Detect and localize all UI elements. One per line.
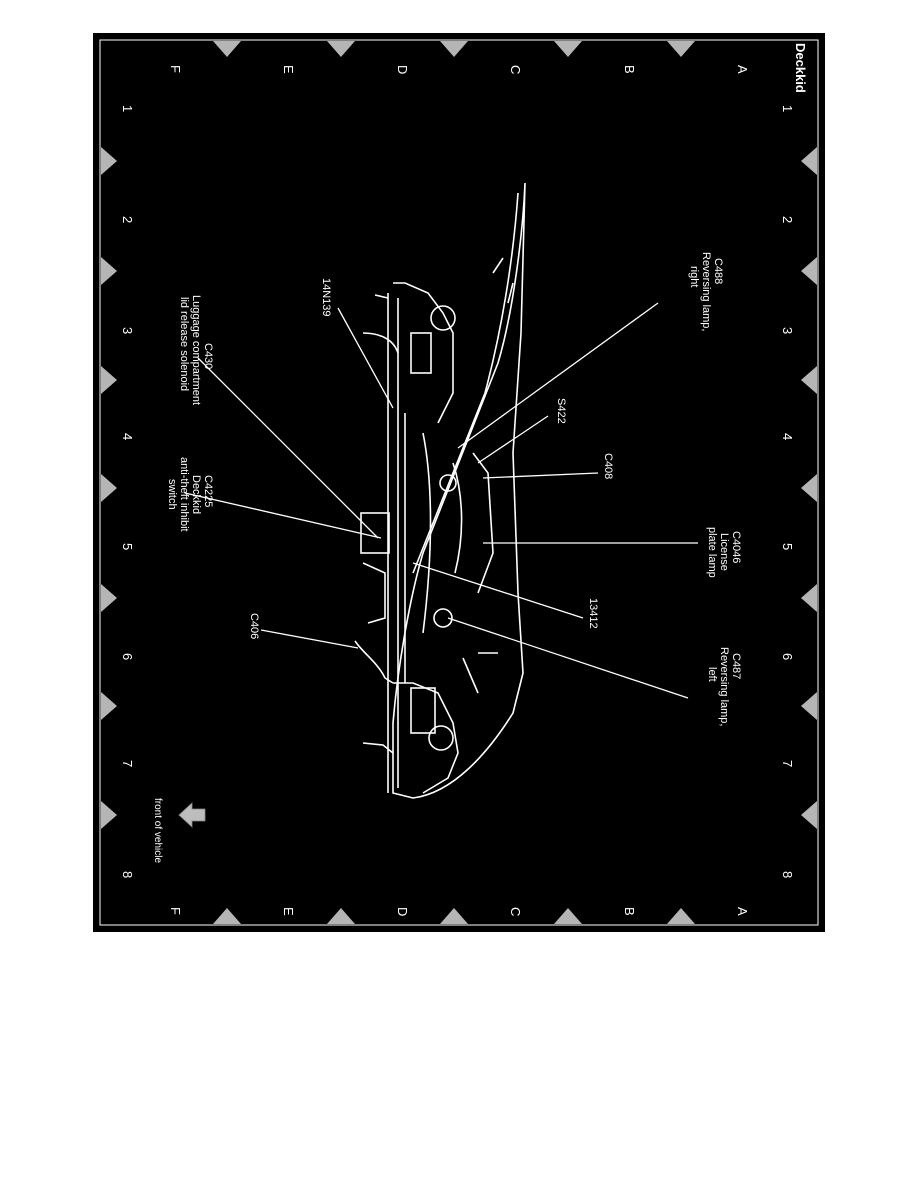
front-arrow-icon: [178, 802, 206, 828]
callout-c406: C406: [248, 613, 260, 639]
grid-column-label: 5: [120, 543, 135, 550]
c487-side: left: [706, 667, 718, 682]
callout-c4225: C4225 Deckkid anti-theft inhibit switch: [166, 457, 214, 532]
callout-c408: C408: [602, 453, 614, 479]
c487-desc: Reversing lamp,: [718, 647, 730, 726]
callout-c488: C488 Reversing lamp, right: [688, 252, 724, 331]
grid-marker: [440, 908, 468, 924]
grid-column-label: 4: [780, 433, 795, 440]
grid-marker: [101, 366, 117, 394]
grid-marker: [101, 147, 117, 175]
grid-column-label: 3: [120, 327, 135, 334]
c4225-label: C4225: [202, 475, 214, 507]
grid-column-label: 6: [120, 653, 135, 660]
grid-row-label: E: [281, 65, 296, 74]
grid-marker: [213, 41, 241, 57]
diagram-title: Deckkid: [793, 43, 808, 93]
grid-marker: [554, 41, 582, 57]
c430-desc: Luggage compartment: [190, 295, 202, 405]
grid-marker: [327, 908, 355, 924]
grid-column-label: 4: [120, 433, 135, 440]
grid-marker: [667, 41, 695, 57]
grid-column-label: 2: [780, 216, 795, 223]
grid-column-label: 1: [780, 105, 795, 112]
callout-c430: C430 Luggage compartment lid release sol…: [178, 295, 214, 405]
c488-desc: Reversing lamp,: [700, 252, 712, 331]
callout-s422: S422: [555, 398, 567, 424]
vehicle-outline: [354, 182, 526, 799]
grid-column-label: 7: [120, 760, 135, 767]
grid-row-label: D: [395, 907, 410, 916]
grid-column-label: 2: [120, 216, 135, 223]
grid-marker: [327, 41, 355, 57]
c4225-desc2: anti-theft inhibit: [178, 457, 190, 532]
front-of-vehicle-text: front of vehicle: [152, 798, 163, 863]
grid-row-label: B: [622, 65, 637, 74]
grid-column-label: 3: [780, 327, 795, 334]
grid-marker: [554, 908, 582, 924]
grid-column-label: 8: [780, 871, 795, 878]
grid-column-label: 8: [120, 871, 135, 878]
grid-marker: [101, 692, 117, 720]
c4225-desc3: switch: [166, 479, 178, 510]
grid-marker: [801, 584, 817, 612]
diagram-frame: Deckkid A A B B C C D D E E F F 1 1 2 2 3 3 4 4 5 5 6 6 7 7 8 8: [93, 33, 825, 932]
grid-marker: [101, 584, 117, 612]
callout-c487: C487 Reversing lamp, left: [706, 647, 742, 726]
grid-row-label: A: [735, 65, 750, 74]
grid-row-label: F: [168, 65, 183, 73]
c4046-desc: License: [718, 533, 730, 571]
c4046-desc2: plate lamp: [706, 527, 718, 578]
s422-label: S422: [555, 398, 567, 424]
grid-marker: [801, 692, 817, 720]
13412-label: 13412: [587, 598, 599, 629]
c488-label: C488: [712, 258, 724, 284]
grid-row-label: F: [168, 907, 183, 915]
c408-label: C408: [602, 453, 614, 479]
grid-marker: [667, 908, 695, 924]
grid-marker: [801, 801, 817, 829]
grid-column-label: 5: [780, 543, 795, 550]
c406-label: C406: [248, 613, 260, 639]
c4225-desc: Deckkid: [190, 475, 202, 514]
grid-row-label: D: [395, 65, 410, 74]
grid-row-label: C: [508, 65, 523, 74]
callout-13412: 13412: [587, 598, 599, 629]
14n139-label: 14N139: [320, 278, 332, 317]
inner-border: [99, 39, 819, 926]
grid-column-label: 1: [120, 105, 135, 112]
grid-marker: [101, 474, 117, 502]
grid-marker: [440, 41, 468, 57]
grid-marker: [101, 257, 117, 285]
wiring-location-diagram: Deckkid A A B B C C D D E E F F 1 1 2 2 3 3 4 4 5 5 6 6 7 7 8 8: [99, 39, 819, 926]
grid-row-label: B: [622, 907, 637, 916]
callout-14n139: 14N139: [320, 278, 332, 317]
grid-row-label: C: [508, 907, 523, 916]
c4046-label: C4046: [730, 531, 742, 563]
callout-c4046: C4046 License plate lamp: [706, 527, 742, 578]
grid-labels: A A B B C C D D E E F F 1 1 2 2 3 3 4 4 5 5 6 6 7 7 8 8: [120, 65, 795, 916]
c430-desc2: lid release solenoid: [178, 297, 190, 391]
leader-lines: [184, 302, 698, 699]
grid-marker: [101, 801, 117, 829]
grid-column-label: 6: [780, 653, 795, 660]
c488-side: right: [688, 266, 700, 287]
grid-marker: [213, 908, 241, 924]
direction-label: front of vehicle: [152, 798, 163, 863]
grid-marker: [801, 147, 817, 175]
grid-marker: [801, 257, 817, 285]
grid-row-label: E: [281, 907, 296, 916]
grid-marker: [801, 366, 817, 394]
c430-label: C430: [202, 343, 214, 369]
grid-column-label: 7: [780, 760, 795, 767]
grid-markers: [101, 41, 817, 924]
c487-label: C487: [730, 653, 742, 679]
grid-marker: [801, 474, 817, 502]
grid-row-label: A: [735, 907, 750, 916]
